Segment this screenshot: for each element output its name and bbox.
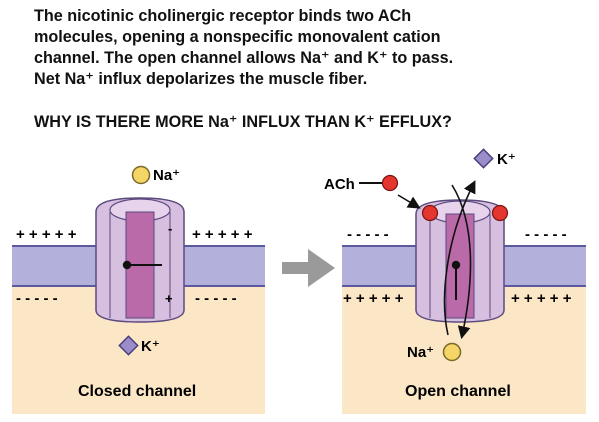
gate-pivot bbox=[122, 260, 132, 270]
inside-charges-left: + + + + + bbox=[343, 290, 404, 307]
inside-charges-right: + + + + + bbox=[511, 290, 572, 307]
description-text: The nicotinic cholinergic receptor binds… bbox=[34, 6, 594, 90]
ach-molecule-icon bbox=[491, 204, 509, 222]
sodium-ion-icon bbox=[442, 342, 462, 362]
potassium-efflux-arrow bbox=[443, 180, 476, 336]
description-line: channel. The open channel allows Na⁺ and… bbox=[34, 49, 454, 67]
closed-channel-protein: - + bbox=[95, 197, 185, 323]
closed-channel-caption: Closed channel bbox=[78, 383, 196, 400]
sodium-influx-arrow bbox=[451, 184, 472, 340]
ach-molecule-icon bbox=[421, 204, 439, 222]
question-text: WHY IS THERE MORE Na⁺ INFLUX THAN K⁺ EFF… bbox=[34, 113, 452, 131]
closed-na-label: Na⁺ bbox=[153, 167, 180, 184]
inside-charges-left: - - - - - bbox=[16, 290, 58, 307]
ach-molecule-icon bbox=[381, 174, 399, 192]
ach-label: ACh bbox=[324, 176, 355, 193]
closed-channel-panel: + + + + + + + + + + - - - - - - - - - - … bbox=[12, 165, 265, 414]
gate-minus-label: - bbox=[168, 221, 172, 236]
potassium-ion-icon bbox=[118, 335, 139, 356]
outside-charges-right: + + + + + bbox=[192, 226, 253, 243]
open-channel-caption: Open channel bbox=[405, 383, 511, 400]
sodium-ion-icon bbox=[131, 165, 151, 185]
outside-charges-right: - - - - - bbox=[525, 226, 567, 243]
open-na-label: Na⁺ bbox=[407, 344, 434, 361]
description-line: The nicotinic cholinergic receptor binds… bbox=[34, 7, 412, 25]
transition-arrow-icon bbox=[282, 249, 335, 287]
open-channel-panel: - - - - - - - - - - + + + + + + + + + + … bbox=[324, 148, 586, 414]
ach-binding-arrow bbox=[397, 194, 421, 209]
description-line: molecules, opening a nonspecific monoval… bbox=[34, 28, 441, 46]
potassium-ion-icon bbox=[473, 148, 494, 169]
closed-k-label: K⁺ bbox=[141, 338, 160, 355]
outside-charges-left: - - - - - bbox=[347, 226, 389, 243]
outside-charges-left: + + + + + bbox=[16, 226, 77, 243]
gate-pivot bbox=[451, 260, 461, 270]
inside-charges-right: - - - - - bbox=[195, 290, 237, 307]
open-k-label: K⁺ bbox=[497, 151, 516, 168]
description-line: Net Na⁺ influx depolarizes the muscle fi… bbox=[34, 70, 368, 88]
gate-plus-label: + bbox=[165, 291, 173, 306]
open-channel-protein bbox=[415, 199, 509, 323]
